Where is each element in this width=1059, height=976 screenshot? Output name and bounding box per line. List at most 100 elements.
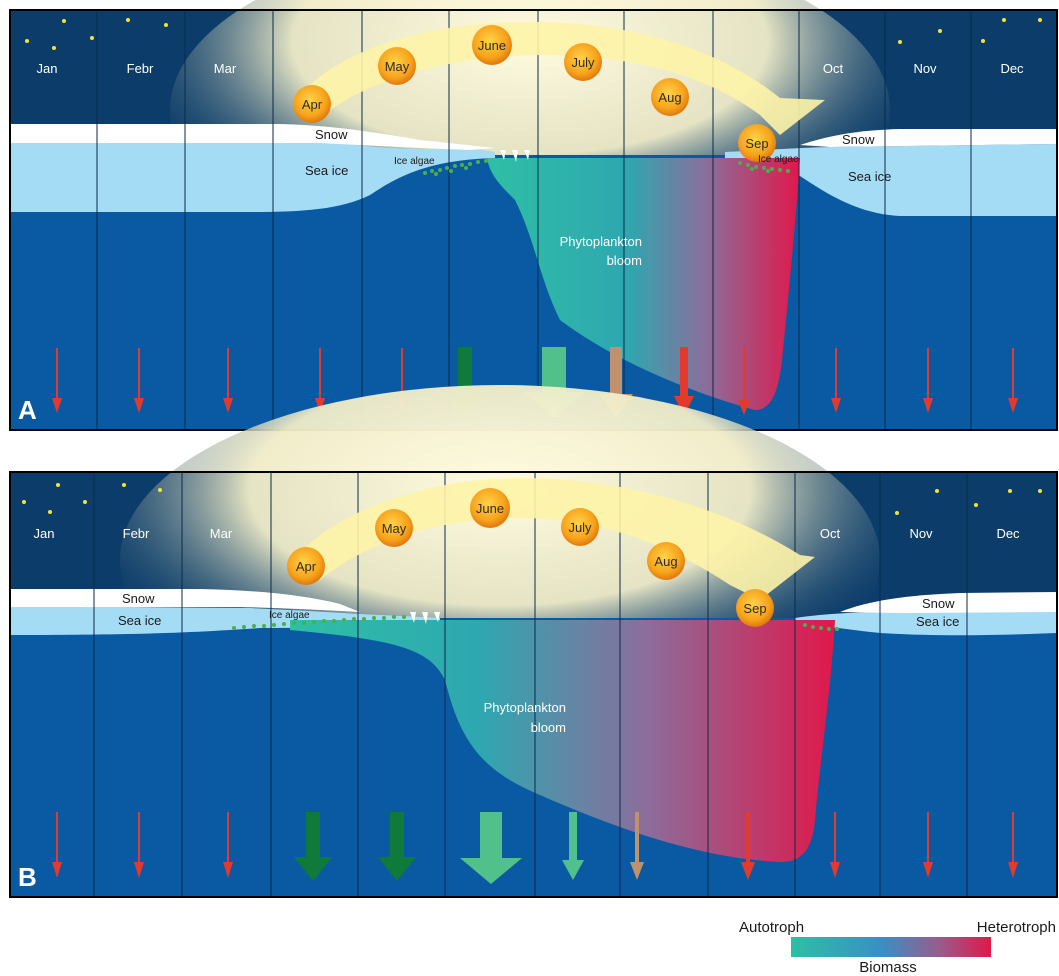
export-arrow-may [378,812,416,881]
sea-ice-right [725,144,1057,216]
month-label: Sep [745,136,768,151]
sea-ice-left [10,143,495,212]
sea-ice-right-label: Sea ice [916,614,959,629]
bloom-label-line2: bloom [607,253,642,268]
month-label: Mar [210,526,233,541]
month-label: Oct [823,61,844,76]
legend-autotroph-label: Autotroph [739,919,804,936]
export-arrow-nov [923,348,933,413]
stars [22,483,1042,515]
ice-cracks [500,150,530,162]
export-arrow-apr [315,348,325,413]
panel-a: Jan Febr Mar Apr May June July Aug Sep O… [9,0,1058,431]
ice-algae-dots-left [423,159,488,176]
sun-may [375,509,413,547]
export-arrow-aug-brown [630,812,644,880]
month-labels: Jan Febr Mar Apr May June July Aug Sep O… [34,501,1021,616]
export-arrow-jan [52,348,62,413]
phytoplankton-bloom [290,620,835,862]
export-arrow-dec [1008,348,1018,413]
snow-left-label: Snow [122,591,155,606]
snow-left [10,124,495,150]
month-label: May [385,59,410,74]
export-arrows [52,812,1018,884]
sea-ice-right [795,612,1057,636]
month-label: Febr [123,526,150,541]
export-arrow-oct [831,348,841,413]
month-label: July [571,55,595,70]
snow-right [840,592,1057,613]
snow-left-label: Snow [315,127,348,142]
month-label: June [478,38,506,53]
stars [25,18,1042,50]
phytoplankton-bloom [487,158,800,410]
month-label: Jan [34,526,55,541]
month-label: Sep [743,601,766,616]
month-label: Apr [302,97,323,112]
legend-biomass-label: Biomass [859,959,917,976]
export-arrow-dec [1008,812,1018,878]
month-label: Nov [909,526,933,541]
ice-algae-dots-left [232,615,406,630]
export-arrow-feb [134,348,144,413]
panel-frame [9,471,1058,898]
month-label: Apr [296,559,317,574]
ice-cracks [410,612,440,624]
sea-ice-left-label: Sea ice [118,613,161,628]
ice-algae-left-label: Ice algae [394,156,435,167]
ice-algae-dots-right [738,161,790,173]
sun-path-arrow [290,478,815,600]
bloom-label-line2: bloom [531,720,566,735]
sun-june [470,488,510,528]
export-arrow-feb [134,812,144,878]
bloom-label-line1: Phytoplankton [484,700,566,715]
month-label: Oct [820,526,841,541]
sun-september [736,589,774,627]
sun-july [564,43,602,81]
month-label: Nov [913,61,937,76]
ice-algae-right-label: Ice algae [758,154,799,165]
sun-august [647,542,685,580]
sun-september [738,124,776,162]
month-label: Mar [214,61,237,76]
month-label: Aug [654,554,677,569]
sun-august [651,78,689,116]
snow-right-label: Snow [842,132,875,147]
sun-path-arrow [300,21,825,135]
export-arrow-sep [738,347,750,415]
biomass-legend: Autotroph Heterotroph Biomass [739,919,1056,976]
month-label: Aug [658,90,681,105]
export-arrow-june [460,812,522,884]
legend-heterotroph-label: Heterotroph [977,919,1056,936]
month-label: July [568,520,592,535]
sun-june [472,25,512,65]
export-arrow-mar [223,812,233,878]
panel-letter: A [18,395,37,425]
month-label: June [476,501,504,516]
sun-april [293,85,331,123]
ice-algae-left-label: Ice algae [269,610,310,621]
month-labels: Jan Febr Mar Apr May June July Aug Sep O… [37,38,1025,151]
sun-may [378,47,416,85]
export-arrow-jan [52,812,62,878]
month-label: May [382,521,407,536]
month-label: Jan [37,61,58,76]
month-label: Dec [996,526,1020,541]
export-arrow-aug-red [674,347,694,416]
legend-gradient-bar [791,937,991,957]
export-arrow-mar [223,348,233,413]
export-arrow-apr [294,812,332,881]
export-arrow-nov [923,812,933,878]
export-arrow-july [562,812,584,880]
snow-right [800,129,1057,147]
month-label: Febr [127,61,154,76]
panel-b: Jan Febr Mar Apr May June July Aug Sep O… [9,385,1058,898]
panel-letter: B [18,862,37,892]
sun-april [287,547,325,585]
snow-right-label: Snow [922,596,955,611]
export-arrow-may [397,348,407,413]
sea-ice-left-label: Sea ice [305,163,348,178]
export-arrow-sep [741,812,755,880]
bloom-label-line1: Phytoplankton [560,234,642,249]
snow-left [10,589,360,612]
